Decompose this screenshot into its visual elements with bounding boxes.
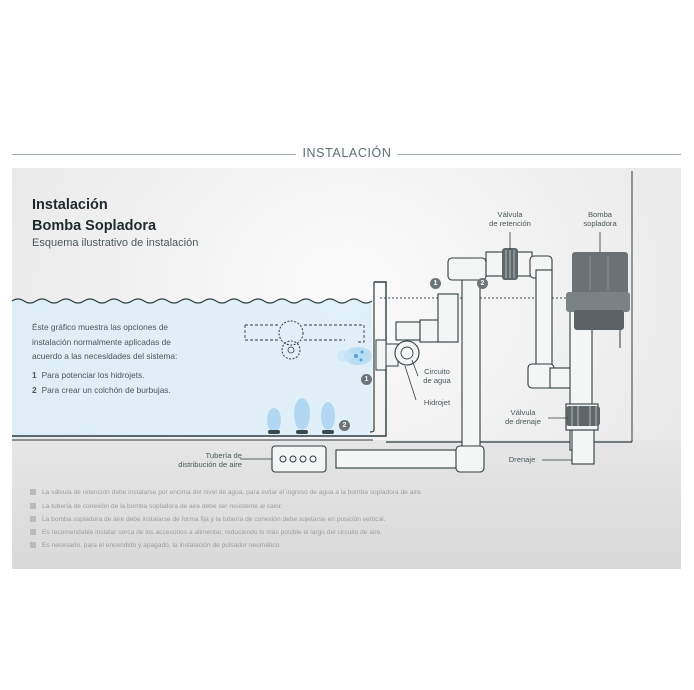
label-drenaje: Drenaje xyxy=(508,455,536,464)
check-icon xyxy=(30,503,36,509)
label-hidrojet: Hidrojet xyxy=(423,398,451,407)
water-surface xyxy=(11,298,373,304)
marker-1-top: 1 xyxy=(430,278,441,289)
pool-water xyxy=(12,299,372,436)
marker-2-pool: 2 xyxy=(339,420,350,431)
marker-1-pool: 1 xyxy=(361,374,372,385)
leader-lines xyxy=(240,232,601,461)
option-1-num: 1 xyxy=(32,370,37,380)
option-2: 2 Para crear un colchón de burbujas. xyxy=(32,385,171,395)
note-3: La bomba sopladora de aire debe instalar… xyxy=(30,516,385,523)
dashed-circuit xyxy=(244,324,365,343)
blower-icon xyxy=(566,252,630,348)
section-title: INSTALACIÓN xyxy=(302,146,392,160)
note-4: Es recomendable instalar cerca de los ac… xyxy=(30,529,382,536)
check-icon xyxy=(30,542,36,548)
check-valve-icon xyxy=(502,248,518,280)
check-icon xyxy=(30,516,36,522)
bubble-jets xyxy=(267,398,335,434)
note-2: La tubería de conexión de la bomba sopla… xyxy=(30,503,282,510)
distribution-holes xyxy=(279,455,317,463)
pool-wall-inner xyxy=(369,282,375,433)
water-jet xyxy=(337,347,372,365)
section-rule-right xyxy=(398,154,681,155)
drain-valve-icon xyxy=(566,406,600,426)
section-rule-left xyxy=(12,154,296,155)
note-5: Es necesario, para el encendido y apagad… xyxy=(30,542,281,549)
page-title-line2: Bomba Sopladora xyxy=(32,218,157,234)
page-subtitle: Esquema ilustrativo de instalación xyxy=(32,237,199,249)
hidrojet-fitting xyxy=(375,339,420,371)
option-2-text: Para crear un colchón de burbujas. xyxy=(41,385,171,395)
pipes xyxy=(271,251,599,473)
description-text: Éste gráfico muestra las opciones de ins… xyxy=(32,322,178,361)
hidrojet-nozzle-icon xyxy=(278,320,304,360)
option-2-num: 2 xyxy=(32,385,37,395)
page-title-line1: Instalación xyxy=(32,197,108,213)
check-icon xyxy=(30,529,36,535)
check-icon xyxy=(30,489,36,495)
marker-2-top: 2 xyxy=(477,278,488,289)
option-1: 1 Para potenciar los hidrojets. xyxy=(32,370,144,380)
note-1: La válvula de retención debe instalarse … xyxy=(30,489,423,496)
option-1-text: Para potenciar los hidrojets. xyxy=(41,370,145,380)
